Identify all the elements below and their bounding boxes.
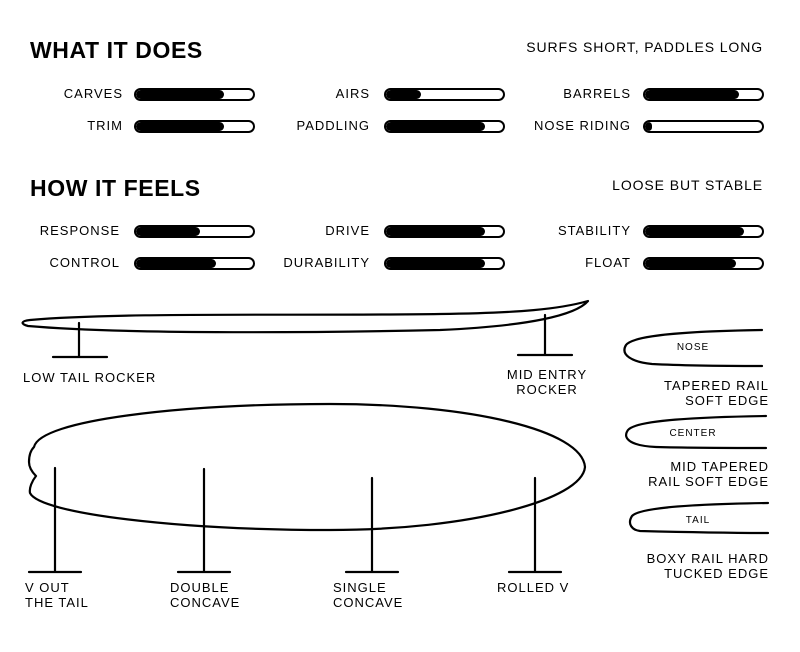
rail-caption-line: TUCKED EDGE <box>664 566 769 581</box>
rating-fill <box>386 90 422 99</box>
rating-fill <box>645 90 739 99</box>
rating-label-barrels: BARRELS <box>563 86 631 101</box>
rail-caption-line: SOFT EDGE <box>685 393 769 408</box>
rating-fill <box>386 122 486 131</box>
section-title-what-it-does: WHAT IT DOES <box>30 37 203 63</box>
rating-fill <box>136 122 224 131</box>
caption-mid-entry-rocker: MID ENTRY ROCKER <box>500 367 594 397</box>
rating-bar-response <box>134 225 255 238</box>
rail-label-nose: NOSE <box>676 342 710 353</box>
rating-label-drive: DRIVE <box>325 223 370 238</box>
rating-bar-carves <box>134 88 255 101</box>
rating-label-control: CONTROL <box>49 255 120 270</box>
v-out-marker <box>27 466 83 574</box>
double-concave-marker <box>176 467 232 574</box>
rating-bar-barrels <box>643 88 764 101</box>
rail-label-tail: TAIL <box>685 515 711 526</box>
rating-label-paddling: PADDLING <box>296 118 370 133</box>
rating-label-airs: AIRS <box>335 86 370 101</box>
rating-fill <box>386 259 486 268</box>
caption-line: CONCAVE <box>333 595 404 610</box>
rating-fill <box>645 227 745 236</box>
rating-label-float: FLOAT <box>585 255 631 270</box>
section-title-how-it-feels: HOW IT FEELS <box>30 175 201 201</box>
caption-rolled-v: ROLLED V <box>497 580 570 595</box>
caption-line: V OUT <box>25 580 70 595</box>
rail-caption-line: BOXY RAIL HARD <box>646 551 769 566</box>
caption-single-concave: SINGLE CONCAVE <box>333 580 403 610</box>
rail-shape-tail <box>628 501 770 535</box>
rating-fill <box>645 259 737 268</box>
rating-bar-trim <box>134 120 255 133</box>
rail-label-center: CENTER <box>669 428 717 439</box>
rating-bar-airs <box>384 88 505 101</box>
board-outline <box>27 402 587 532</box>
rating-bar-stability <box>643 225 764 238</box>
rail-caption-center: MID TAPERED RAIL SOFT EDGE <box>648 459 769 489</box>
rating-label-trim: TRIM <box>87 118 123 133</box>
rating-label-carves: CARVES <box>63 86 123 101</box>
rolled-v-marker <box>507 476 563 574</box>
caption-double-concave: DOUBLE CONCAVE <box>170 580 240 610</box>
tagline-what-it-does: SURFS SHORT, PADDLES LONG <box>526 39 763 55</box>
caption-low-tail-rocker: LOW TAIL ROCKER <box>23 370 157 385</box>
rating-fill <box>136 90 224 99</box>
rating-fill <box>136 259 216 268</box>
rail-caption-tail: BOXY RAIL HARD TUCKED EDGE <box>647 551 769 581</box>
single-concave-marker <box>344 476 400 574</box>
rating-label-response: RESPONSE <box>39 223 120 238</box>
rating-bar-nose-riding <box>643 120 764 133</box>
caption-line: DOUBLE <box>170 580 230 595</box>
rail-caption-nose: TAPERED RAIL SOFT EDGE <box>664 378 769 408</box>
caption-line: SINGLE <box>333 580 387 595</box>
rail-caption-line: RAIL SOFT EDGE <box>648 474 769 489</box>
rating-label-durability: DURABILITY <box>283 255 370 270</box>
caption-line: ROCKER <box>516 382 578 397</box>
tagline-how-it-feels: LOOSE BUT STABLE <box>612 177 763 193</box>
rating-label-nose-riding: NOSE RIDING <box>534 118 631 133</box>
caption-line: CONCAVE <box>170 595 241 610</box>
rating-fill <box>645 122 653 131</box>
caption-v-out-the-tail: V OUT THE TAIL <box>25 580 89 610</box>
rating-fill <box>136 227 201 236</box>
rating-bar-paddling <box>384 120 505 133</box>
rocker-profile-outline <box>21 299 590 334</box>
entry-rocker-marker <box>516 313 574 357</box>
tail-rocker-marker <box>51 321 109 359</box>
rating-bar-durability <box>384 257 505 270</box>
rating-bar-control <box>134 257 255 270</box>
rating-fill <box>386 227 486 236</box>
caption-line: MID ENTRY <box>506 367 588 382</box>
rail-shape-nose <box>623 328 764 368</box>
rating-bar-float <box>643 257 764 270</box>
rating-label-stability: STABILITY <box>557 223 631 238</box>
rail-caption-line: MID TAPERED <box>670 459 769 474</box>
caption-line: THE TAIL <box>25 595 89 610</box>
rail-caption-line: TAPERED RAIL <box>664 378 769 393</box>
rating-bar-drive <box>384 225 505 238</box>
rail-shape-center <box>625 414 768 450</box>
